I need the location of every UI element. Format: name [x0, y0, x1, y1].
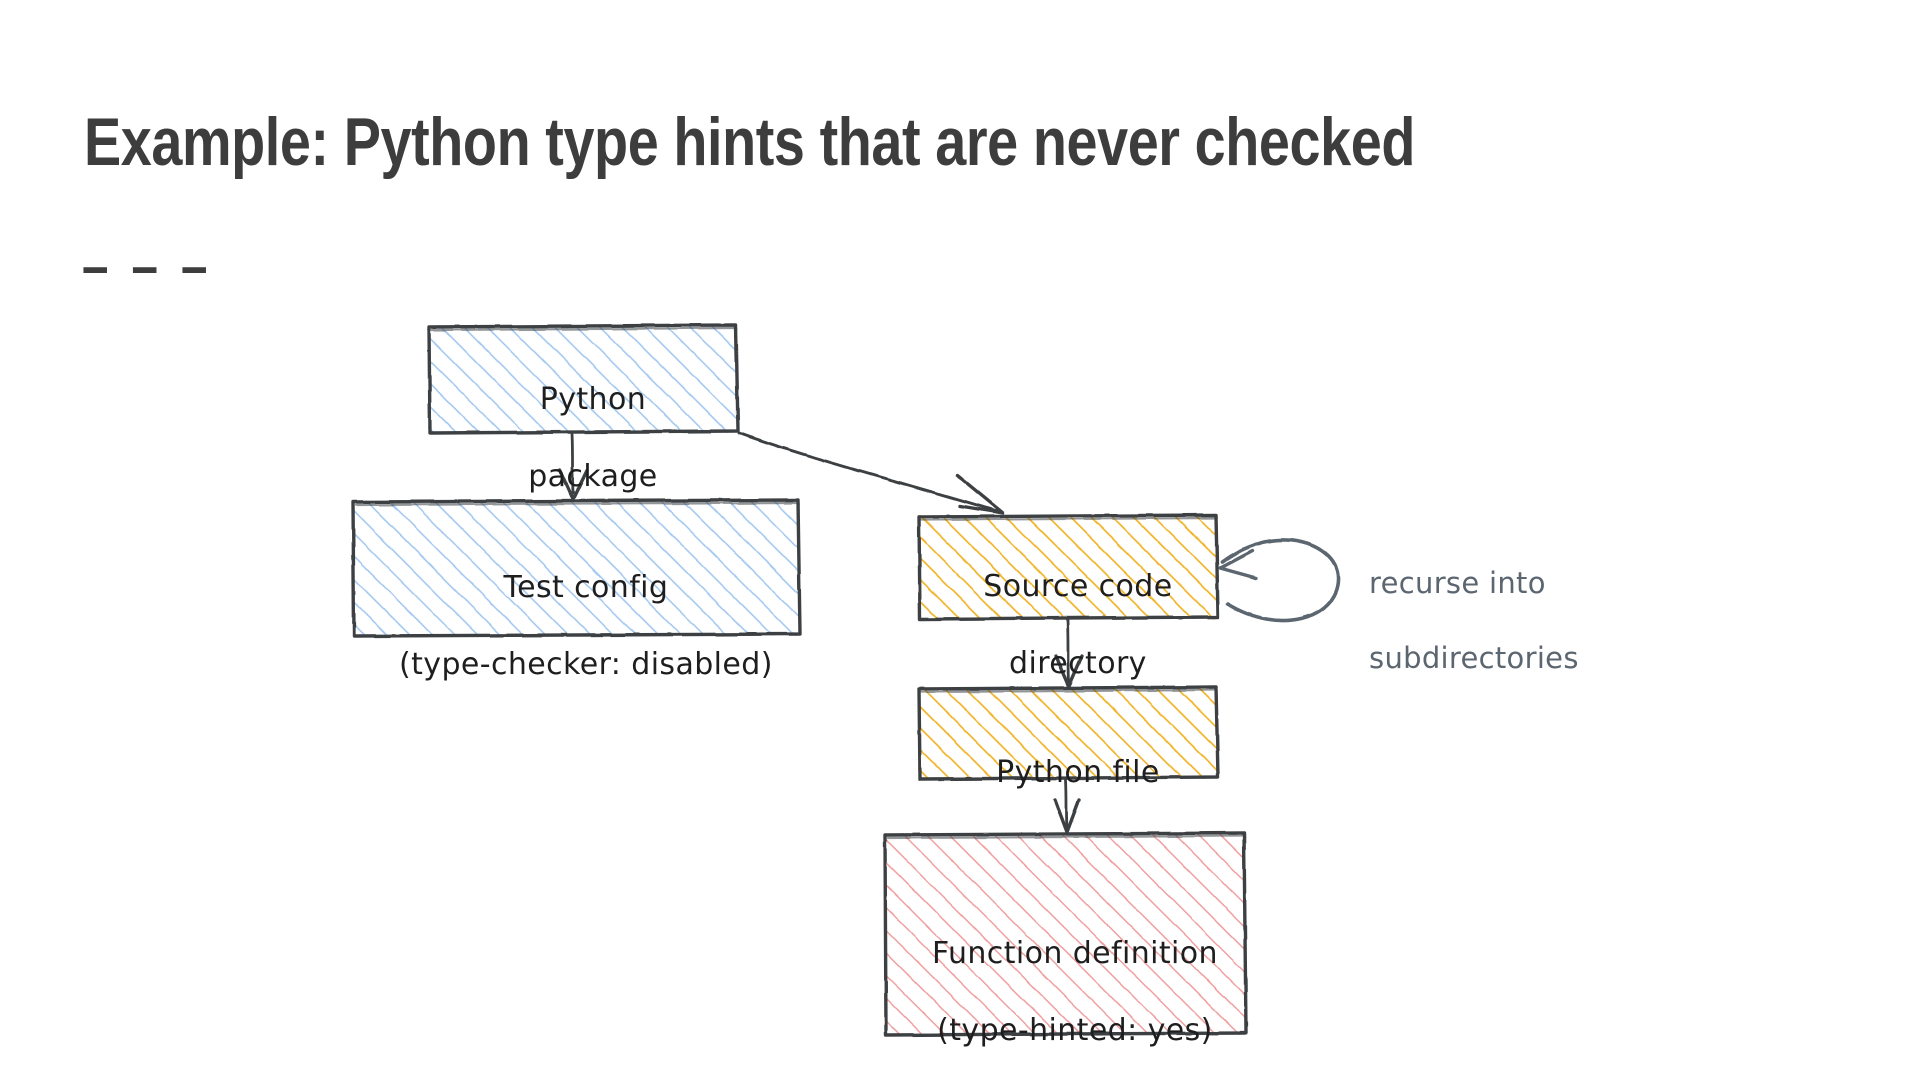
title-divider: – – – [82, 234, 213, 299]
edge-label-recurse-into-subdirectories: recurse into subdirectories [1350, 527, 1630, 678]
edge-package-to-test-config [558, 432, 589, 501]
node-python-file[interactable] [917, 685, 1220, 781]
edge-source-directory-self-loop [1218, 538, 1340, 623]
edge-label-line1: recurse into [1369, 565, 1546, 600]
node-source-code-directory[interactable] [917, 513, 1220, 621]
node-test-config[interactable] [351, 498, 802, 638]
edge-python-file-to-function-definition [1053, 778, 1081, 834]
page-title: Example: Python type hints that are neve… [84, 104, 1415, 180]
node-python-package[interactable] [427, 323, 740, 435]
node-function-definition[interactable] [883, 831, 1248, 1037]
edge-label-line2: subdirectories [1369, 641, 1579, 676]
edge-package-to-source-directory [737, 431, 1005, 515]
edge-source-directory-to-python-file [1054, 618, 1084, 688]
